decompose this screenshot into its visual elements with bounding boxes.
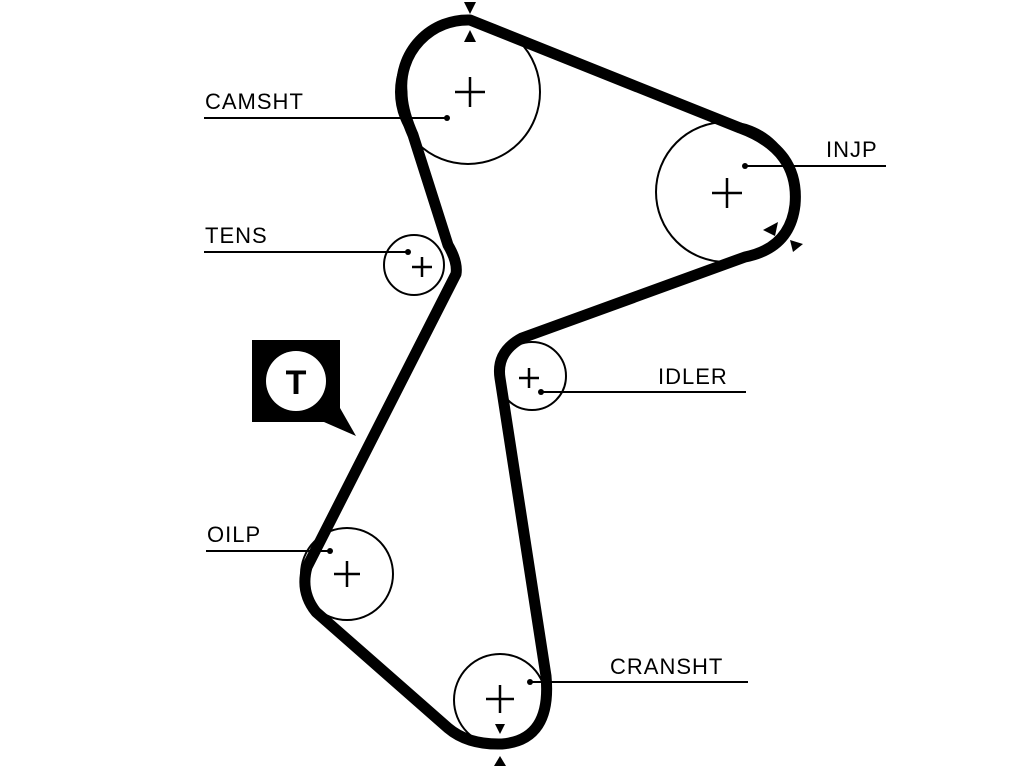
tension-badge-circle <box>266 351 326 411</box>
tensioner-label: TENS <box>205 223 268 248</box>
idler-leader-dot <box>538 389 544 395</box>
tension-badge-letter: T <box>286 364 307 402</box>
crankshaft-timing-mark-inner <box>495 724 505 734</box>
injection-pump-timing-mark-inner <box>763 222 778 236</box>
tension-badge: T <box>252 340 356 436</box>
timing-belt <box>299 14 801 750</box>
injection-pump-center-mark <box>712 178 742 208</box>
tensioner-center-mark <box>412 257 432 277</box>
camshaft-timing-mark-inner <box>464 30 476 42</box>
camshaft-timing-mark-top <box>464 2 476 14</box>
tensioner-leader-dot <box>405 249 411 255</box>
crankshaft-timing-mark-bottom <box>494 756 506 766</box>
crankshaft-label: CRANSHT <box>610 654 723 679</box>
injection-pump-label: INJP <box>826 137 878 162</box>
injection-pump-timing-mark-outer <box>790 240 803 252</box>
tensioner-pulley <box>383 234 445 296</box>
oil-pump-leader-dot <box>327 548 333 554</box>
idler-label: IDLER <box>658 364 728 389</box>
oil-pump-label: OILP <box>207 522 261 547</box>
crankshaft-leader-dot <box>527 679 533 685</box>
crankshaft-center-mark <box>486 685 514 713</box>
camshaft-center-mark <box>455 77 485 107</box>
injection-pump-leader-dot <box>742 163 748 169</box>
camshaft-label: CAMSHT <box>205 89 304 114</box>
oil-pump-center-mark <box>334 561 360 587</box>
camshaft-leader-dot <box>444 115 450 121</box>
idler-center-mark <box>519 368 539 388</box>
